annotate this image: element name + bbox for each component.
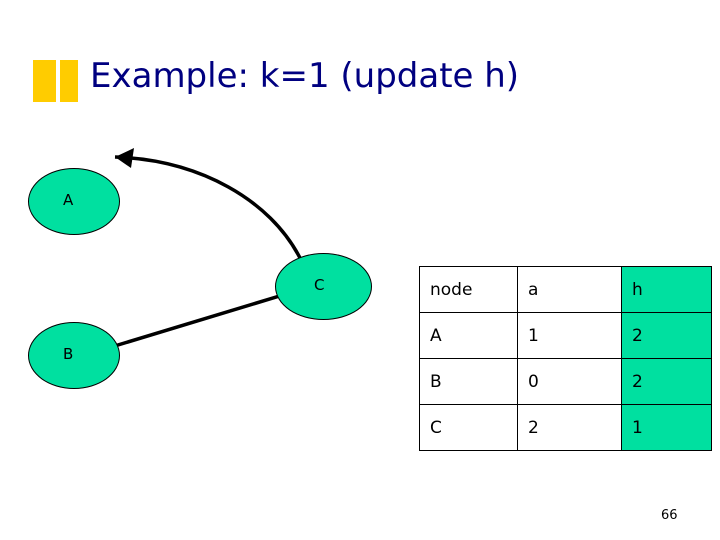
table-header-node: node [419,266,518,313]
table-cell-a: 0 [517,358,622,405]
graph-node-c[interactable]: C [275,253,372,320]
table-cell-a: 1 [517,312,622,359]
edge-b-to-c [107,289,297,350]
table-header-a: a [517,266,622,313]
table-row: B 0 2 [419,358,712,405]
table-cell-a: 2 [517,404,622,451]
graph-node-b-label: B [63,345,74,363]
graph-node-c-label: C [314,276,325,294]
table-cell-node: C [419,404,518,451]
table-cell-node: B [419,358,518,405]
graph-node-a[interactable]: A [28,168,120,235]
table-header-row: node a h [419,266,712,313]
page-title: Example: k=1 (update h) [90,56,520,96]
graph-node-b[interactable]: B [28,322,120,389]
page-number: 66 [661,508,678,523]
edge-c-to-a [114,155,302,259]
state-table: node a h A 1 2 B 0 2 C 2 1 [419,266,712,451]
table-cell-h: 1 [621,404,712,451]
table-cell-h: 2 [621,312,712,359]
table-cell-h: 2 [621,358,712,405]
arrowhead-to-a [115,148,134,168]
table-row: C 2 1 [419,404,712,451]
title-marker-icon [33,60,78,102]
graph-node-a-label: A [63,191,74,209]
table-cell-node: A [419,312,518,359]
title-marker-stripe [56,60,60,102]
table-row: A 1 2 [419,312,712,359]
table-header-h: h [621,266,712,313]
